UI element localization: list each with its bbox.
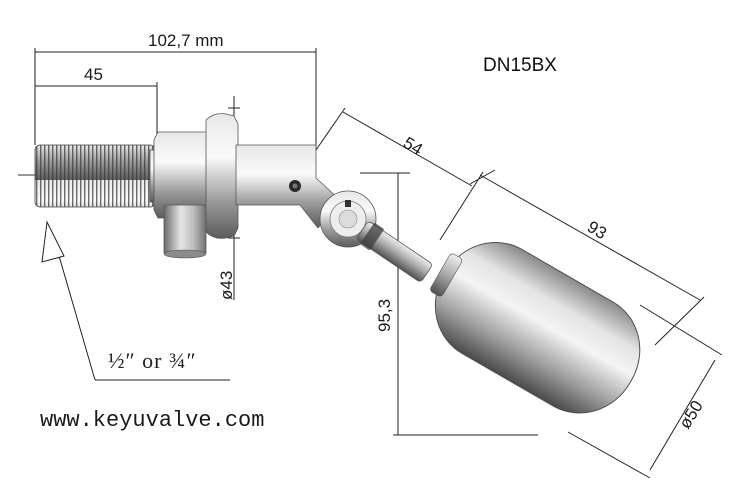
dim-body-diameter: ø43 <box>217 271 236 300</box>
thread-size-label: ½″ or ¾″ <box>108 348 197 373</box>
threaded-shank <box>34 144 156 208</box>
model-label: DN15BX <box>483 55 557 76</box>
dimension-lines <box>34 48 723 479</box>
float-rod <box>357 221 432 282</box>
valve-body <box>34 113 377 259</box>
body-flange <box>205 113 239 239</box>
dim-overall-length: 102,7 mm <box>148 31 224 50</box>
dim-thread-length: 45 <box>84 65 103 84</box>
dim-drop-height: 95,3 <box>375 299 394 332</box>
outlet-port <box>163 204 207 256</box>
dim-arm-length: 54 <box>400 133 426 159</box>
dim-float-length: 93 <box>584 217 610 243</box>
website-label: www.keyuvalve.com <box>40 408 264 433</box>
float-ball <box>434 242 641 414</box>
float-assembly <box>357 221 641 414</box>
dim-float-diameter: ø50 <box>675 397 707 432</box>
